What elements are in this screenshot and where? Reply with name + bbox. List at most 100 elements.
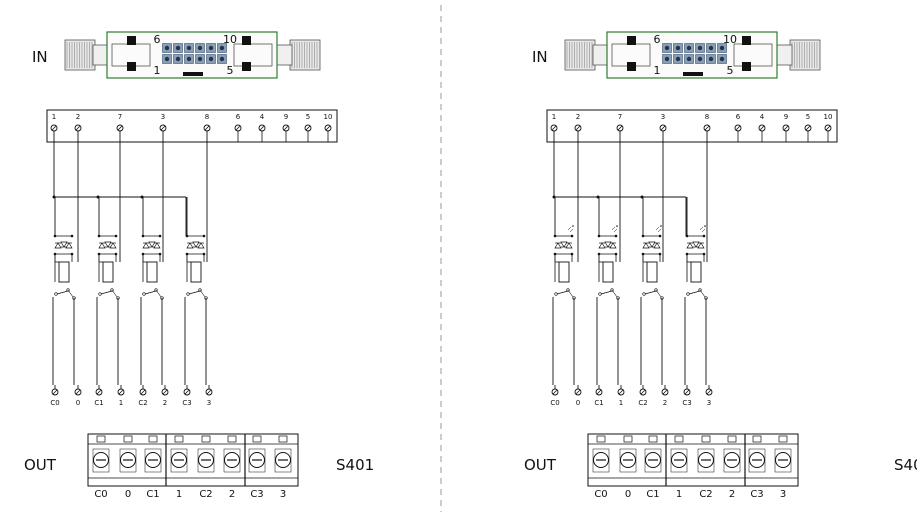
output-pin [95,388,103,396]
connector-number-top-right: 10 [723,33,737,46]
relay-channel [140,197,164,385]
terminal-screw [775,452,791,468]
input-pin [616,124,624,132]
output-pin-label: 1 [619,399,623,407]
output-pin [117,388,125,396]
output-pin [705,388,713,396]
terminal-screw [275,452,291,468]
terminal-label: C1 [646,489,659,500]
terminal-label: C0 [94,489,107,500]
model-label: S401 [336,456,374,474]
terminal-label: C1 [146,489,159,500]
output-pin [617,388,625,396]
relay-channel [96,197,120,385]
model-label: S401-P [894,456,917,474]
output-pin [205,388,213,396]
output-pin-label: C3 [682,399,691,407]
terminal-label: C3 [250,489,263,500]
terminal-screw [698,452,714,468]
relay-coil [646,261,658,283]
terminal-screw [749,452,765,468]
relay-coil [602,261,614,283]
relay-channel [596,197,620,385]
input-pin-label: 6 [236,113,241,121]
terminal-label: 2 [229,489,235,500]
output-pin-label: 2 [663,399,667,407]
output-pin [661,388,669,396]
terminal-screw [249,452,265,468]
input-pin-label: 5 [306,113,310,121]
input-pin-label: 8 [705,113,709,121]
terminal-screw [224,452,240,468]
relay-channel [684,197,708,385]
output-pin-label: 3 [207,399,211,407]
terminal-screw [724,452,740,468]
terminal-label: 0 [625,489,631,500]
connector-number-bottom-right: 5 [227,64,234,77]
input-pin [324,124,332,132]
relay-coil [558,261,570,283]
relay-channel [184,197,208,385]
output-pin-label: C3 [182,399,191,407]
input-pin-label: 4 [260,113,265,121]
output-pin [595,388,603,396]
connector-left-grip [564,39,596,71]
output-pin-label: C0 [50,399,59,407]
input-pin [203,124,211,132]
relay-coil [690,261,702,283]
terminal-label: 0 [125,489,131,500]
terminal-screw [93,452,109,468]
output-pin [639,388,647,396]
output-pin-label: C2 [138,399,147,407]
connector-right-grip [789,39,821,71]
input-pin-label: 10 [324,113,333,121]
output-pin-label: C1 [94,399,103,407]
input-pin-label: 3 [661,113,665,121]
input-pin [258,124,266,132]
input-pin [74,124,82,132]
output-pin [139,388,147,396]
input-pin [282,124,290,132]
connector-left-grip [64,39,96,71]
in-label: IN [32,48,48,66]
input-pin [804,124,812,132]
terminal-screw [593,452,609,468]
output-pin [551,388,559,396]
output-pin-label: C1 [594,399,603,407]
output-pin [51,388,59,396]
connector-key [683,72,703,76]
terminal-label: C2 [199,489,212,500]
terminal-label: C2 [699,489,712,500]
terminal-screw [145,452,161,468]
output-pin [161,388,169,396]
input-pin [758,124,766,132]
output-pin-label: 0 [76,399,80,407]
input-pin-label: 9 [284,113,288,121]
input-pin [734,124,742,132]
terminal-screw [198,452,214,468]
input-pin-label: 2 [76,113,80,121]
terminal-screw [171,452,187,468]
input-pin [782,124,790,132]
input-pin [659,124,667,132]
connector-number-top-left: 6 [154,33,161,46]
input-pin [824,124,832,132]
terminal-screw [620,452,636,468]
terminal-label: 1 [176,489,182,500]
input-pin-label: 6 [736,113,741,121]
input-pin-label: 4 [760,113,765,121]
input-pin [304,124,312,132]
input-pin [234,124,242,132]
terminal-label: C0 [594,489,607,500]
input-pin-label: 9 [784,113,788,121]
output-pin-label: 0 [576,399,580,407]
connector-number-top-right: 10 [223,33,237,46]
input-pin-label: 7 [618,113,622,121]
relay-coil [58,261,70,283]
connector-number-top-left: 6 [654,33,661,46]
